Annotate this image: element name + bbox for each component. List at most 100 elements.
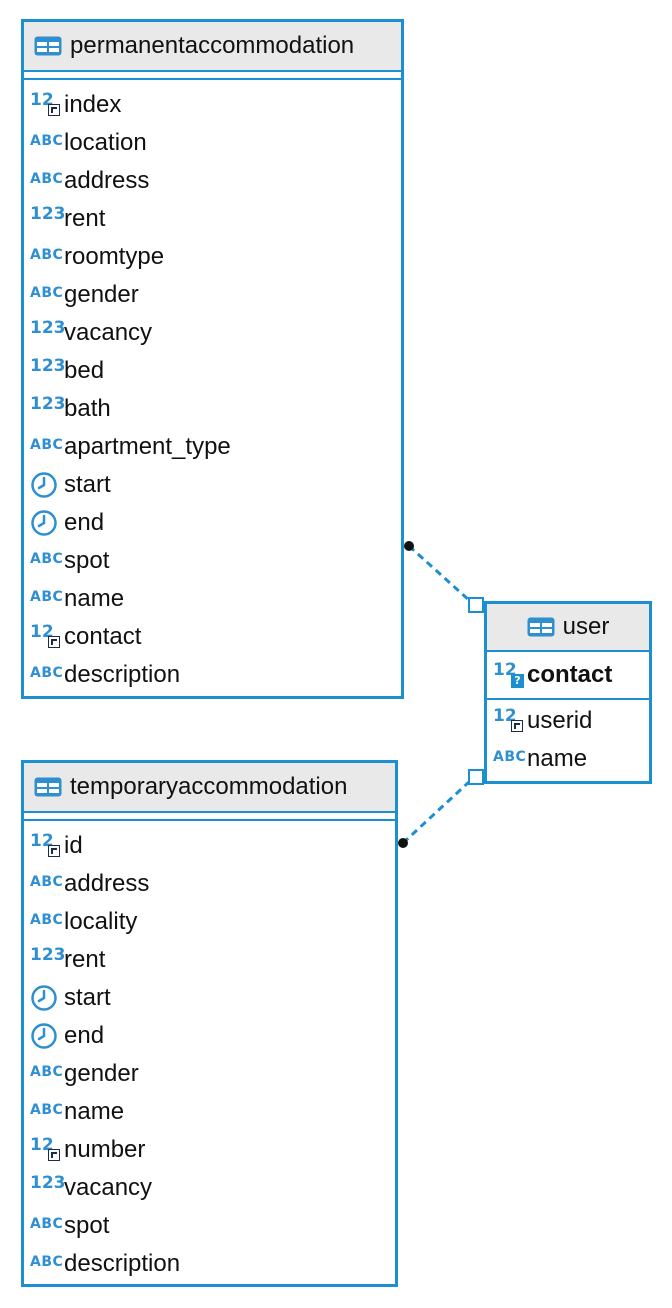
column-name: gender — [64, 1060, 139, 1087]
text-type-icon: ABC — [30, 870, 64, 898]
abc-type-label: ABC — [30, 1254, 64, 1270]
numeric-type-label: 12 — [30, 1135, 54, 1155]
relationship-line-permanent-user[interactable] — [407, 544, 472, 603]
column-row[interactable]: end — [24, 504, 401, 542]
column-name: spot — [64, 1212, 110, 1239]
column-name: number — [64, 1136, 146, 1163]
column-name: apartment_type — [64, 433, 231, 460]
entity-header[interactable]: permanentaccommodation — [24, 22, 401, 72]
column-row[interactable]: 12 contact — [24, 618, 401, 656]
entity-header[interactable]: temporaryaccommodation — [24, 763, 395, 813]
numeric-type-label: 123 — [30, 204, 66, 224]
text-type-icon: ABC — [30, 661, 64, 689]
column-name: gender — [64, 281, 139, 308]
clock-icon — [30, 984, 64, 1012]
clock-icon — [30, 471, 64, 499]
numeric-type-icon: 123 — [30, 319, 66, 347]
numeric-type-label: 12 — [30, 622, 54, 642]
text-type-icon: ABC — [30, 433, 64, 461]
column-name: description — [64, 1250, 181, 1277]
column-row[interactable]: start — [24, 466, 401, 504]
abc-type-label: ABC — [30, 247, 64, 263]
relationship-anchor-temporary — [468, 769, 484, 785]
abc-type-label: ABC — [30, 589, 64, 605]
relationship-anchor-permanent — [468, 597, 484, 613]
column-row[interactable]: 12 number — [24, 1131, 395, 1169]
abc-type-label: ABC — [30, 1102, 64, 1118]
column-name: name — [527, 745, 588, 772]
header-separator — [24, 813, 395, 821]
key-badge-icon: ? — [511, 674, 524, 688]
numeric-type-icon: 123 — [30, 395, 66, 423]
text-type-icon: ABC — [30, 129, 64, 157]
primary-key-icon: 12 ? — [493, 661, 527, 689]
column-name: userid — [527, 707, 593, 734]
numeric-type-icon: 123 — [30, 1174, 66, 1202]
column-name: end — [64, 509, 105, 536]
numeric-type-icon: 123 — [30, 946, 66, 974]
header-separator — [24, 72, 401, 80]
column-name: bath — [64, 395, 111, 422]
column-row[interactable]: end — [24, 1017, 395, 1055]
abc-type-label: ABC — [30, 133, 64, 149]
relationship-dot-permanent — [404, 541, 414, 551]
text-type-icon: ABC — [30, 1060, 64, 1088]
abc-type-label: ABC — [30, 171, 64, 187]
column-name: contact — [64, 623, 142, 650]
column-name: roomtype — [64, 243, 165, 270]
foreign-key-badge-icon — [48, 104, 60, 116]
entity-title: permanentaccommodation — [70, 32, 355, 59]
table-icon — [527, 617, 555, 637]
entity-header[interactable]: user — [487, 604, 649, 652]
column-row-primary-key[interactable]: 12 ? contact — [487, 656, 649, 694]
text-type-icon: ABC — [30, 1250, 64, 1278]
column-row[interactable]: start — [24, 979, 395, 1017]
clock-icon — [30, 509, 64, 537]
abc-type-label: ABC — [30, 912, 64, 928]
foreign-key-badge-icon — [511, 720, 523, 732]
column-name: description — [64, 661, 181, 688]
table-icon — [34, 777, 62, 797]
column-name: name — [64, 1098, 125, 1125]
text-type-icon: ABC — [30, 908, 64, 936]
clock-icon-graphic — [31, 1023, 57, 1049]
clock-icon-graphic — [31, 510, 57, 536]
relationship-line-temporary-user[interactable] — [401, 779, 472, 845]
abc-type-label: ABC — [30, 1216, 64, 1232]
foreign-key-badge-icon — [48, 845, 60, 857]
numeric-type-label: 12 — [30, 90, 54, 110]
column-name: spot — [64, 547, 110, 574]
numeric-type-label: 123 — [30, 356, 66, 376]
foreign-key-numeric-icon: 12 — [30, 832, 64, 860]
text-type-icon: ABC — [30, 1212, 64, 1240]
abc-type-label: ABC — [30, 437, 64, 453]
